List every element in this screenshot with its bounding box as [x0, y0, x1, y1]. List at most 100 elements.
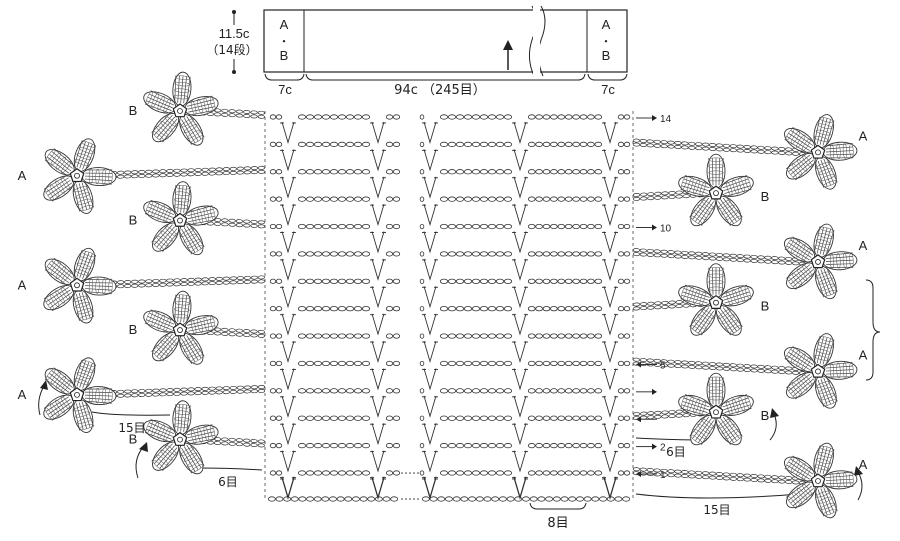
chain-stitch [579, 141, 588, 147]
foundation-chain [344, 496, 353, 502]
chain-stitch [564, 470, 573, 476]
chain-stitch [329, 415, 339, 421]
tail-chain [194, 391, 202, 396]
chain-stitch [527, 223, 536, 230]
flower-petal [813, 442, 835, 477]
chain-stitch [455, 306, 465, 312]
petal-chain [790, 459, 800, 473]
petal-chain [73, 405, 89, 412]
chart-row [269, 114, 631, 144]
tail-chain [674, 469, 682, 474]
tail-chain [681, 364, 689, 369]
chain-stitch [361, 223, 371, 230]
chain-stitch [487, 141, 497, 147]
chain-stitch [439, 415, 449, 421]
center-width-label: 94c （245目） [394, 83, 486, 98]
chain-stitch [623, 333, 631, 339]
chain-stitch [329, 443, 339, 449]
tail-chain [708, 143, 717, 147]
chain-stitch [550, 196, 558, 202]
tail-chain [117, 389, 125, 394]
tail-chain [222, 276, 230, 281]
foundation-chain [352, 496, 360, 502]
foundation-chain [267, 496, 276, 502]
petal-chain [786, 495, 798, 509]
flower-center-ring [177, 108, 183, 114]
chain-stitch [439, 114, 449, 120]
tail-chain [695, 470, 703, 475]
chain-stitch [587, 169, 595, 175]
v-stitch [423, 450, 437, 473]
tail-chain [688, 255, 696, 260]
petal-chain [819, 117, 835, 123]
chain-stitch [535, 278, 543, 284]
petal-chain [190, 428, 197, 445]
chain-stitch [419, 169, 425, 175]
tail-chain [228, 328, 236, 333]
chain-stitch [305, 141, 315, 147]
chain-stitch [527, 415, 536, 421]
v-stitch [513, 313, 527, 336]
tail-chain [640, 411, 648, 416]
v-stitch [281, 286, 295, 309]
petal-chain [183, 124, 198, 133]
tail-chain [667, 144, 675, 149]
tail-chain [708, 471, 717, 476]
tail-chain [235, 442, 244, 447]
chart-row [269, 333, 631, 364]
chain-stitch [550, 141, 558, 147]
chain-stitch [557, 278, 566, 284]
foundation-chain [437, 496, 446, 502]
tail-chain [653, 143, 661, 148]
v-stitch [513, 423, 527, 446]
flower-center [172, 103, 188, 118]
flower-motif [43, 138, 117, 214]
petal-chain [693, 288, 700, 304]
chain-stitch [297, 333, 307, 339]
tail-chain [228, 441, 236, 446]
flower-petal [706, 372, 726, 408]
motif-label: B [129, 213, 138, 228]
chain-stitch [419, 278, 425, 284]
flower-center [708, 294, 724, 309]
chain-stitch [385, 470, 394, 476]
tail-chain [715, 256, 724, 261]
chain-stitch [503, 196, 513, 202]
tail-chain [138, 279, 146, 284]
petal-chain [164, 116, 177, 127]
chain-stitch [447, 114, 457, 120]
chain-stitch [337, 278, 347, 284]
chain-stitch [572, 388, 580, 394]
petal-chain [203, 206, 209, 223]
foundation-chain [390, 496, 399, 502]
petal-chain [190, 244, 204, 254]
flower-center [69, 277, 85, 292]
petal-chain [842, 362, 848, 378]
flower-center-ring [713, 299, 719, 306]
tail-chain [757, 255, 765, 260]
chain-stitch [439, 223, 449, 230]
petal-chain [791, 272, 803, 286]
chain-stitch [487, 415, 497, 421]
chain-stitch [495, 443, 505, 449]
chain-stitch [503, 223, 513, 230]
petal-chain [180, 118, 194, 128]
flower-petal [822, 470, 858, 490]
height-dimension-dot-top [232, 10, 236, 14]
petal-chain [681, 284, 688, 300]
tail-chain [124, 389, 132, 394]
petal-chain [157, 95, 165, 111]
chain-stitch [345, 415, 355, 421]
chain-stitch [313, 306, 323, 312]
tail-chain [257, 275, 266, 280]
flower-petal [44, 148, 75, 176]
petal-chain [160, 230, 173, 242]
tail-chain [778, 370, 786, 375]
tail-chain [688, 145, 696, 150]
tail-chain [221, 108, 229, 113]
flower-petal [715, 195, 743, 227]
petal-chain [801, 138, 811, 152]
tail-chain [750, 368, 758, 373]
right-6-stitch-label: 6目 [666, 445, 686, 459]
center-width-bracket [305, 73, 586, 81]
